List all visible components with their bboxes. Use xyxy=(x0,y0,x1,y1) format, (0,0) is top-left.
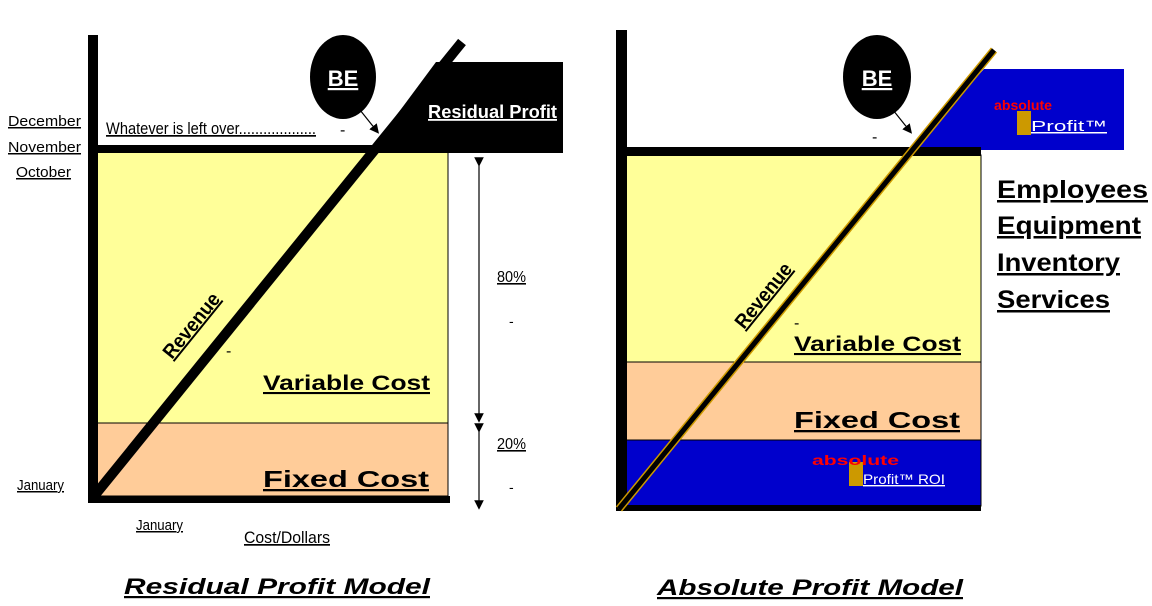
y-label-october: October xyxy=(16,164,71,181)
be-bubble xyxy=(310,35,376,119)
fixed-cost-label-right: Fixed Cost xyxy=(794,407,960,433)
revenue-dash: - xyxy=(226,343,231,360)
pct-top-dash: - xyxy=(509,313,514,329)
pct-bottom-dash: - xyxy=(509,479,514,495)
be-pointer xyxy=(359,109,379,134)
revenue-line xyxy=(91,38,466,499)
x-label-cost-dollars: Cost/Dollars xyxy=(244,528,330,547)
fixed-cost-label: Fixed Cost xyxy=(263,466,429,492)
absolute-profit-region xyxy=(910,69,1124,150)
logo-top-line1: absolute xyxy=(994,97,1052,113)
be-dash-right: - xyxy=(872,129,877,146)
resource-inventory: Inventory xyxy=(997,249,1120,277)
logo-bottom-line2: Profit™ ROI xyxy=(863,471,945,487)
logo-p-mark-top xyxy=(1017,111,1031,135)
left-model-title: Residual Profit Model xyxy=(124,574,431,599)
x-axis-line-right xyxy=(616,505,981,511)
x-axis-line xyxy=(88,496,450,503)
logo-p-mark-bottom xyxy=(849,462,863,486)
variable-cost-region xyxy=(96,150,449,424)
residual-profit-model xyxy=(88,35,563,510)
revenue-dash-right: - xyxy=(794,315,799,332)
be-label-right: BE xyxy=(862,66,893,91)
roi-region xyxy=(624,439,982,507)
resource-services: Services xyxy=(997,286,1110,314)
resource-equipment: Equipment xyxy=(997,212,1142,240)
residual-profit-region xyxy=(370,62,563,151)
residual-profit-label: Residual Profit xyxy=(428,102,557,122)
x-label-january: January xyxy=(136,517,183,534)
right-model-title: Absolute Profit Model xyxy=(656,575,965,600)
revenue-line-right-core xyxy=(617,48,996,511)
y-label-november: November xyxy=(8,139,81,156)
logo-top-line2: Profit™ xyxy=(1031,118,1107,135)
leftover-text: Whatever is left over................... xyxy=(106,119,316,138)
fixed-cost-region xyxy=(96,422,449,497)
y-axis-line xyxy=(88,35,98,500)
variable-cost-label-right: Variable Cost xyxy=(794,333,961,356)
top-boundary-bar xyxy=(97,145,563,153)
absolute-profit-model xyxy=(615,30,1124,512)
pct-top-label: 80% xyxy=(497,269,526,286)
bottom-dash-right: - xyxy=(799,499,804,515)
y-label-december: December xyxy=(8,113,81,130)
top-boundary-bar-right xyxy=(625,147,981,156)
resource-employees: Employees xyxy=(997,176,1148,204)
be-bubble-right xyxy=(843,35,911,119)
variable-cost-label: Variable Cost xyxy=(263,372,430,395)
y-axis-line-right xyxy=(616,30,627,510)
pct-bottom-label: 20% xyxy=(497,436,526,453)
y-label-january: January xyxy=(17,477,64,494)
be-label: BE xyxy=(328,66,359,91)
logo-bottom-line1: absolute xyxy=(812,452,899,468)
be-pointer-right xyxy=(892,109,912,134)
be-dash: - xyxy=(340,122,345,139)
variable-cost-region-right xyxy=(624,154,982,363)
